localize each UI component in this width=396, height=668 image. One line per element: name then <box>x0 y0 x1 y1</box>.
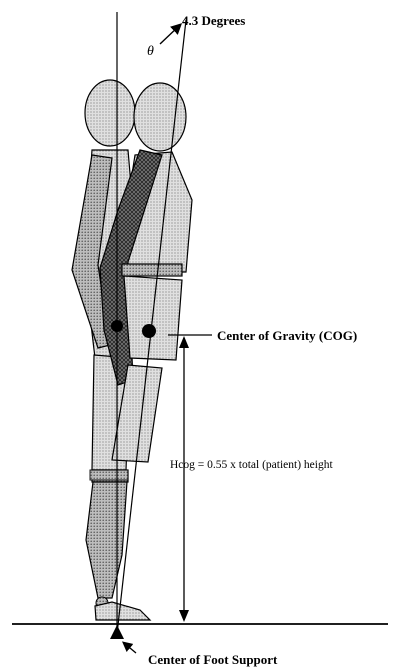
leaning-knee <box>90 470 128 480</box>
theta-symbol: θ <box>147 44 154 59</box>
height-label: Hcog = 0.55 x total (patient) height <box>170 459 333 471</box>
vertical-head <box>85 80 135 146</box>
foot-support-arrow <box>124 643 136 653</box>
foot-support-label: Center of Foot Support <box>148 652 278 667</box>
cog-label: Center of Gravity (COG) <box>217 328 357 343</box>
height-arrow-top <box>179 336 189 348</box>
angle-label: 4.3 Degrees <box>182 13 245 28</box>
foot-support-marker <box>110 625 124 639</box>
height-arrow-bottom <box>179 610 189 622</box>
vertical-foot <box>95 602 150 620</box>
cog-marker <box>142 324 156 338</box>
angle-arrow <box>160 25 180 44</box>
vertical-calf <box>86 482 127 598</box>
leaning-belt <box>122 264 182 276</box>
